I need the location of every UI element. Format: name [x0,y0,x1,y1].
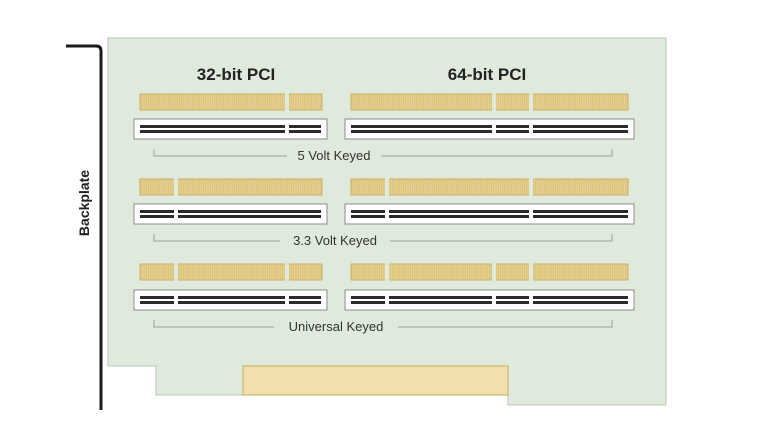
edge-connector [242,365,509,396]
row-bracket-5v [153,149,613,157]
key-notch-slot [492,294,496,306]
slot-pins [351,210,628,213]
key-notch-slot [285,294,289,306]
slot-64-bit-universal [344,263,635,311]
slot-body [344,289,635,311]
row-universal: Universal Keyed [153,319,613,334]
slot-pins [140,301,321,304]
slot-32-bit-universal [133,263,328,311]
key-notch-gold [174,263,178,281]
key-notch-gold [285,263,289,281]
gold-contacts [139,93,323,111]
key-notch-gold [529,93,533,111]
key-notch-slot [529,208,533,220]
slot-pins [351,215,628,218]
header-32-bit: 32-bit PCI [197,65,275,84]
row-5v: 5 Volt Keyed [153,148,613,163]
key-notch-slot [174,294,178,306]
key-notch-slot [492,123,496,135]
slot-64-bit-5v [344,93,635,140]
row-bracket-3v3 [153,234,613,242]
slot-body [344,118,635,140]
key-notch-gold [285,93,289,111]
slot-pins [140,130,321,133]
slot-pins [351,301,628,304]
slot-pins [140,125,321,128]
row-label-3v3: 3.3 Volt Keyed [293,233,377,248]
key-notch-slot [174,208,178,220]
key-notch-gold [385,263,389,281]
key-notch-slot [385,208,389,220]
slot-body [133,118,328,140]
slot-pins [351,125,628,128]
slot-body [133,289,328,311]
slot-body [344,203,635,225]
row-label-universal: Universal Keyed [289,319,384,334]
slot-pins [351,130,628,133]
key-notch-gold [174,178,178,196]
slot-32-bit-5v [133,93,328,140]
key-notch-gold [529,178,533,196]
slot-body [133,203,328,225]
gold-contacts [139,263,323,281]
slot-64-bit-3v3 [344,178,635,225]
key-notch-gold [385,178,389,196]
slot-pins [140,210,321,213]
backplate-bracket [66,44,103,410]
key-notch-slot [529,123,533,135]
backplate-label: Backplate [76,170,92,236]
header-64-bit: 64-bit PCI [448,65,526,84]
slot-pins [351,296,628,299]
key-notch-slot [529,294,533,306]
slots-layer [133,93,635,311]
row-3v3: 3.3 Volt Keyed [153,233,613,248]
row-bracket-universal [153,320,613,328]
row-label-5v: 5 Volt Keyed [298,148,371,163]
key-notch-slot [285,123,289,135]
key-notch-gold [492,263,496,281]
slot-32-bit-3v3 [133,178,328,225]
key-notch-gold [492,93,496,111]
slot-pins [140,296,321,299]
key-notch-gold [529,263,533,281]
slot-pins [140,215,321,218]
key-notch-slot [385,294,389,306]
gold-contacts [139,178,323,196]
